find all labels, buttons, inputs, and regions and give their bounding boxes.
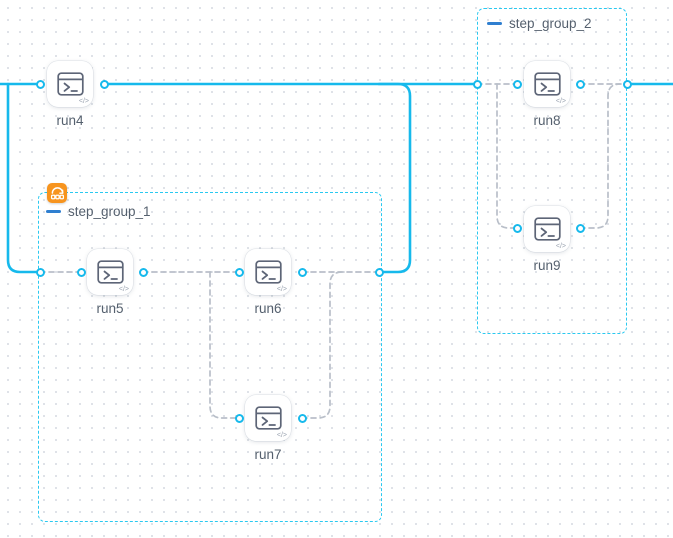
port-run6-out[interactable] <box>297 267 307 277</box>
node-label-run7: run7 <box>254 447 282 462</box>
port-run9-in[interactable] <box>512 223 522 233</box>
code-icon: </> <box>555 243 566 250</box>
code-icon: </> <box>78 98 89 105</box>
node-label-run5: run5 <box>96 301 124 316</box>
node-run7[interactable]: </> <box>245 395 291 441</box>
group-frame-step_group_1[interactable] <box>38 192 382 522</box>
port-run5-out[interactable] <box>138 267 148 277</box>
node-run8[interactable]: </> <box>524 61 570 107</box>
minus-icon[interactable] <box>487 22 502 25</box>
code-icon: </> <box>555 98 566 105</box>
group-title-step_group_2: step_group_2 <box>509 16 592 31</box>
terminal-icon <box>533 72 561 96</box>
node-run4[interactable]: </> <box>47 61 93 107</box>
terminal-icon <box>254 260 282 284</box>
code-icon: </> <box>118 286 129 293</box>
port-group1-in[interactable] <box>35 267 45 277</box>
terminal-icon <box>96 260 124 284</box>
terminal-icon <box>254 406 282 430</box>
port-run8-in[interactable] <box>512 79 522 89</box>
group-title-step_group_1: step_group_1 <box>68 204 151 219</box>
step-group-icon <box>50 186 64 199</box>
node-run5[interactable]: </> <box>87 249 133 295</box>
port-group2-out[interactable] <box>622 79 632 89</box>
node-run9[interactable]: </> <box>524 206 570 252</box>
group-frame-step_group_2[interactable] <box>477 8 627 334</box>
node-label-run9: run9 <box>533 258 561 273</box>
port-run7-out[interactable] <box>297 413 307 423</box>
port-group2-in[interactable] <box>472 79 482 89</box>
port-group1-out[interactable] <box>374 267 384 277</box>
port-run7-in[interactable] <box>234 413 244 423</box>
node-label-run8: run8 <box>533 113 561 128</box>
port-run4-out[interactable] <box>99 79 109 89</box>
node-run6[interactable]: </> <box>245 249 291 295</box>
group-badge-step_group_1[interactable] <box>47 183 67 203</box>
port-run6-in[interactable] <box>234 267 244 277</box>
terminal-icon <box>56 72 84 96</box>
port-run5-in[interactable] <box>76 267 86 277</box>
node-label-run6: run6 <box>254 301 282 316</box>
minus-icon[interactable] <box>46 210 61 213</box>
code-icon: </> <box>276 432 287 439</box>
port-run8-out[interactable] <box>575 79 585 89</box>
code-icon: </> <box>276 286 287 293</box>
port-run4-in[interactable] <box>35 79 45 89</box>
port-run9-out[interactable] <box>575 223 585 233</box>
group-label-step_group_1: step_group_1 <box>46 204 151 219</box>
node-label-run4: run4 <box>56 113 84 128</box>
terminal-icon <box>533 217 561 241</box>
group-label-step_group_2: step_group_2 <box>487 16 592 31</box>
